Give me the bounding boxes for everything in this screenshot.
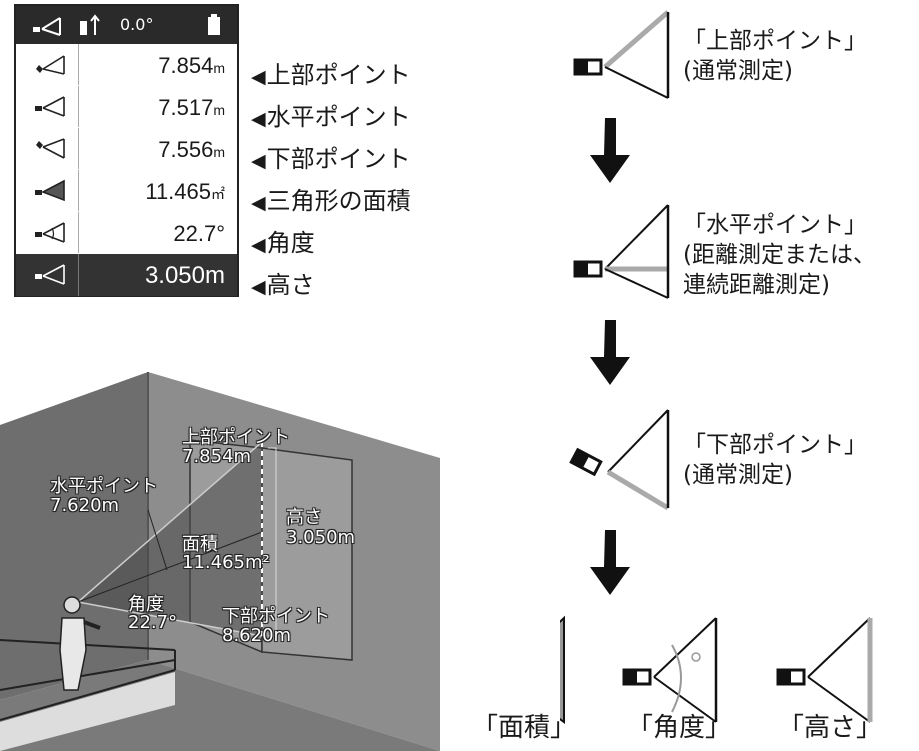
row-triangle-area: 11.465㎡ [16,170,237,211]
device-display: 0.0° 7.854m 7.517m 7.556m [14,4,239,297]
label-angle: ◀角度 [251,229,315,257]
result-angle-diagram [622,617,718,723]
label-height: ◀高さ [251,271,315,299]
tilt-readout: 0.0° [120,15,154,34]
illu-bottom-value: 8.620m [222,625,292,646]
row-horizontal-point: 7.517m [16,86,237,127]
row-height: 3.050m [16,254,237,296]
row-angle: 22.7° [16,212,237,253]
step-bottom-label: 「下部ポイント」(通常測定) [683,432,867,488]
mode-icon [33,17,61,36]
illu-height-label: 高さ [286,507,322,528]
result-height-label: 「高さ」 [778,713,883,743]
arrow-down-icon [590,530,630,595]
label-horizontal-point: ◀水平ポイント [251,103,411,131]
illu-bottom-label: 下部ポイント [222,606,330,627]
top-point-icon [36,55,65,75]
step-horizontal-diagram [573,204,670,299]
label-top-point: ◀上部ポイント [251,61,411,89]
illu-horizontal-label: 水平ポイント [50,476,158,497]
step-horizontal-label: 「水平ポイント」(距離測定または、 連続距離測定) [683,212,876,298]
step-top-label: 「上部ポイント」(通常測定) [683,28,867,84]
illu-angle-value: 22.7° [128,612,178,633]
measurement-flow-graphic [560,10,873,724]
step-bottom-diagram [569,409,670,511]
room-illustration [0,372,440,751]
angle-icon [35,222,65,243]
result-angle-label: 「角度」 [627,713,732,743]
row-bottom-point: 7.556m [16,128,237,169]
height-icon [35,264,65,285]
level-icon [80,14,100,35]
arrow-down-icon [590,320,630,385]
result-area-diagram [560,615,565,724]
illu-area-value: 11.465m² [182,552,270,573]
arrow-down-icon [590,118,630,183]
illu-top-value: 7.854m [182,446,252,467]
label-triangle-area: ◀三角形の面積 [251,187,411,215]
illu-top-label: 上部ポイント [182,427,290,448]
illu-angle-label: 角度 [128,594,164,615]
step-top-diagram [573,10,670,99]
horizontal-point-icon [35,96,65,117]
illu-height-value: 3.050m [286,527,356,548]
bottom-point-icon [36,138,65,159]
illu-area-label: 面積 [182,534,218,555]
display-header: 0.0° [16,6,237,44]
row-top-point: 7.854m [16,44,237,85]
label-bottom-point: ◀下部ポイント [251,145,411,173]
result-height-diagram [776,617,873,723]
battery-icon [208,14,220,35]
result-area-label: 「面積」 [472,713,577,743]
area-icon [35,179,65,202]
illu-horizontal-value: 7.620m [50,495,120,516]
